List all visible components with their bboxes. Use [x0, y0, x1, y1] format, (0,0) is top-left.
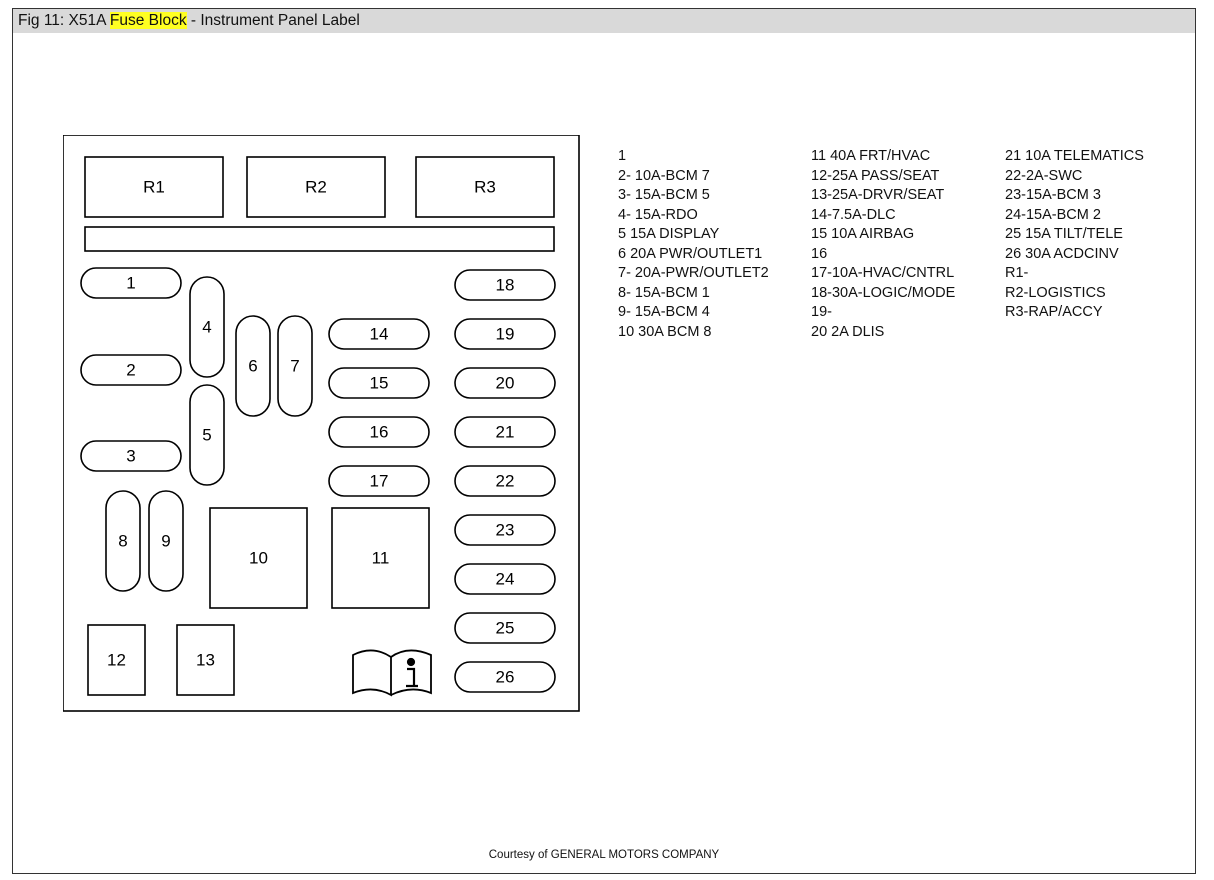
fuse-label: 25	[496, 619, 515, 638]
title-prefix: Fig 11: X51A	[18, 12, 110, 29]
fuse-20	[454, 367, 556, 399]
fuse-label: 9	[161, 532, 170, 551]
fuse-6	[235, 315, 271, 417]
legend-entry: 22-2A-SWC	[1005, 167, 1083, 184]
fuse-19	[454, 318, 556, 350]
fuse-1	[80, 267, 182, 299]
fuse-9	[148, 490, 184, 592]
fuse-label: 3	[126, 447, 135, 466]
legend-column-3: 21 10A TELEMATICS 22-2A-SWC 23-15A-BCM 3 24…	[1005, 147, 1144, 323]
title-suffix: - Instrument Panel Label	[186, 12, 360, 29]
figure-frame: Fig 11: X51A Fuse Block - Instrument Pan…	[12, 8, 1196, 874]
courtesy-credit: Courtesy of GENERAL MOTORS COMPANY	[488, 849, 720, 861]
fuse-25	[454, 612, 556, 644]
legend-entry: 7- 20A-PWR/OUTLET2	[618, 265, 769, 281]
legend-entry: 12-25A PASS/SEAT	[811, 167, 940, 184]
fuse-label: 26	[496, 668, 515, 687]
fuse-2	[80, 354, 182, 386]
legend-entry: 10 30A BCM 8	[618, 323, 712, 340]
legend-entry: 26 30A ACDCINV	[1005, 245, 1119, 262]
relay-label: R3	[474, 178, 496, 197]
fuse-label: 1	[126, 274, 135, 293]
figure-title: Fig 11: X51A Fuse Block - Instrument Pan…	[13, 9, 1195, 33]
fuse-12	[87, 624, 146, 696]
legend-entry: R2-LOGISTICS	[1005, 284, 1106, 301]
fuse-label: 15	[370, 374, 389, 393]
legend-entry: 11 40A FRT/HVAC	[811, 148, 931, 164]
fuse-label: 20	[496, 374, 515, 393]
fuse-label: 12	[107, 651, 126, 670]
legend-entry: 5 15A DISPLAY	[618, 226, 720, 242]
legend-entry: 21 10A TELEMATICS	[1005, 148, 1144, 164]
legend-entry: 4- 15A-RDO	[618, 206, 698, 223]
fuse-label: 17	[370, 472, 389, 491]
fuse-7	[277, 315, 313, 417]
fuse-label: 4	[202, 318, 211, 337]
legend-column-1: 1 2- 10A-BCM 7 3- 15A-BCM 5 4- 15A-RDO 5 15A…	[618, 147, 769, 342]
legend-entry: R1-	[1005, 265, 1029, 281]
fuse-5	[189, 384, 225, 486]
relay-r2	[246, 156, 386, 218]
fuse-label: 18	[496, 276, 515, 295]
legend-entry: 3- 15A-BCM 5	[618, 187, 710, 203]
fuse-3	[80, 440, 182, 472]
legend-entry: 23-15A-BCM 3	[1005, 187, 1101, 203]
fuse-22	[454, 465, 556, 497]
legend-entry: 13-25A-DRVR/SEAT	[811, 187, 945, 203]
fuse-11	[331, 507, 430, 609]
fuse-label: 7	[290, 357, 299, 376]
legend-entry: 17-10A-HVAC/CNTRL	[811, 265, 955, 281]
legend-entry: 25 15A TILT/TELE	[1005, 226, 1123, 242]
fuse-16	[328, 416, 430, 448]
legend-entry: 9- 15A-BCM 4	[618, 304, 710, 320]
fuse-label: 6	[248, 357, 257, 376]
fuse-label: 13	[196, 651, 215, 670]
fuse-label: 23	[496, 521, 515, 540]
legend-entry: 2- 10A-BCM 7	[618, 167, 710, 184]
fuse-21	[454, 416, 556, 448]
fuse-label: 2	[126, 361, 135, 380]
legend-column-2: 11 40A FRT/HVAC 12-25A PASS/SEAT 13-25A-DR…	[811, 147, 955, 342]
relay-r1	[84, 156, 224, 218]
owner-manual-info-icon	[352, 649, 432, 697]
legend-entry: 6 20A PWR/OUTLET1	[618, 245, 763, 262]
fuse-8	[105, 490, 141, 592]
legend-entry: 1	[618, 148, 627, 164]
legend-entry: 16	[811, 245, 828, 262]
fuse-24	[454, 563, 556, 595]
fuse-label: 22	[496, 472, 515, 491]
title-highlight: Fuse Block	[109, 12, 187, 29]
fuse-label: 11	[372, 549, 390, 568]
relay-strip	[84, 226, 555, 252]
fuse-23	[454, 514, 556, 546]
fuse-label: 10	[249, 549, 268, 568]
fuse-10	[209, 507, 308, 609]
fuse-label: 8	[118, 532, 127, 551]
fuse-label: 5	[202, 426, 211, 445]
fuse-14	[328, 318, 430, 350]
fuse-18	[454, 269, 556, 301]
fuse-label: 14	[370, 325, 389, 344]
relay-label: R2	[305, 178, 327, 197]
legend-entry: 19-	[811, 304, 832, 320]
fuse-label: 19	[496, 325, 515, 344]
fuse-15	[328, 367, 430, 399]
legend-entry: 20 2A DLIS	[811, 323, 885, 340]
relay-r3	[415, 156, 555, 218]
fuse-label: 16	[370, 423, 389, 442]
fuse-26	[454, 661, 556, 693]
fuse-label: 24	[496, 570, 515, 589]
legend-entry: R3-RAP/ACCY	[1005, 304, 1103, 320]
fuse-4	[189, 276, 225, 378]
fuse-17	[328, 465, 430, 497]
fuse-label: 21	[496, 423, 515, 442]
legend-entry: 18-30A-LOGIC/MODE	[811, 284, 956, 301]
relay-label: R1	[143, 178, 165, 197]
fuse-13	[176, 624, 235, 696]
legend-entry: 24-15A-BCM 2	[1005, 206, 1101, 223]
legend-entry: 15 10A AIRBAG	[811, 226, 915, 242]
legend-entry: 14-7.5A-DLC	[811, 206, 896, 223]
legend-entry: 8- 15A-BCM 1	[618, 284, 710, 301]
